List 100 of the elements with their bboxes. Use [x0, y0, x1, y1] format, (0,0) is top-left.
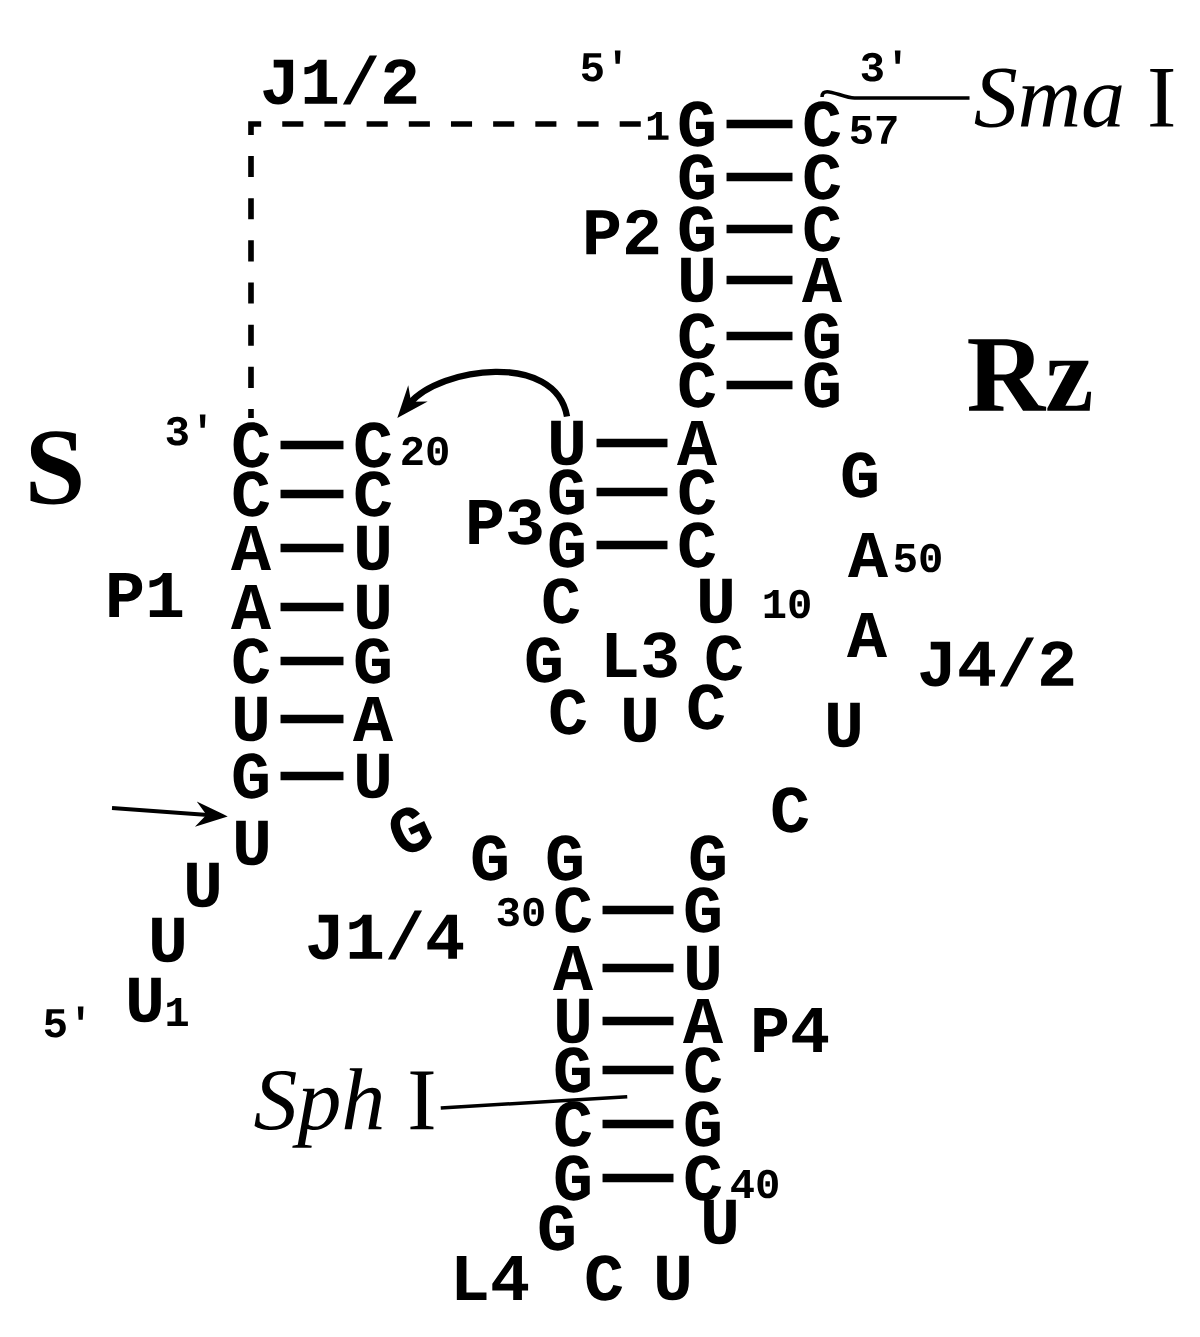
- base-pair-bond: [726, 224, 793, 234]
- base-letter: U: [681, 257, 713, 303]
- base-letter: U: [687, 945, 719, 991]
- base-letter: C: [804, 101, 841, 147]
- base-pair-bond: [280, 440, 344, 450]
- base-letter: G: [549, 522, 584, 568]
- base-pair-bond: [726, 172, 793, 182]
- position-number: 50: [894, 543, 941, 573]
- base-letter: C: [804, 154, 841, 200]
- position-number: 1: [647, 112, 669, 140]
- base-letter: U: [557, 998, 589, 1044]
- base-pair-bond: [280, 543, 344, 553]
- base-letter: A: [230, 585, 272, 629]
- base-letter: G: [526, 637, 561, 683]
- base-letter: G: [555, 1155, 590, 1201]
- base-letter: U: [187, 862, 219, 908]
- base-pair-bond: [602, 963, 674, 973]
- base-letter: G: [685, 1101, 720, 1147]
- position-number: 57: [850, 115, 897, 145]
- base-pair-bond: [596, 438, 668, 448]
- base-letter: U: [624, 697, 656, 743]
- base-letter: C: [679, 362, 716, 408]
- base-letter: G: [679, 206, 714, 252]
- base-letter: G: [472, 835, 507, 881]
- base-letter: A: [847, 613, 888, 657]
- strand-end-label: 5': [581, 50, 621, 82]
- base-letter: G: [233, 753, 268, 799]
- base-letter: C: [804, 206, 841, 252]
- region-label: L4: [456, 1256, 529, 1300]
- base-letter: C: [679, 522, 716, 568]
- helix-label: P2: [586, 209, 659, 255]
- base-pair-bond: [602, 1173, 674, 1183]
- base-letter: C: [685, 1047, 722, 1093]
- helix-label: P1: [109, 573, 183, 617]
- base-pair-bond: [602, 905, 674, 915]
- base-letter: C: [355, 471, 392, 517]
- base-letter: U: [152, 917, 184, 963]
- base-letter: G: [679, 154, 714, 200]
- base-letter: C: [555, 887, 592, 933]
- base-pair-bond: [726, 380, 793, 390]
- base-letter: G: [547, 835, 582, 881]
- strand-end-label: 3': [166, 414, 206, 446]
- base-pair-bond: [280, 602, 344, 612]
- base-letter: U: [357, 753, 389, 799]
- base-pair-bond: [602, 1119, 674, 1129]
- base-letter: U: [235, 696, 267, 742]
- base-letter: G: [555, 1047, 590, 1093]
- base-letter: A: [352, 697, 394, 741]
- base-pair-bond: [726, 275, 793, 285]
- base-pair-bond: [280, 771, 344, 781]
- base-letter: A: [230, 526, 272, 570]
- base-pair-bond: [726, 119, 793, 129]
- base-letter: G: [549, 469, 584, 515]
- molecule-label: S: [30, 431, 81, 505]
- restriction-site-label: Sph I: [254, 1068, 434, 1148]
- dashed-line: [248, 121, 641, 419]
- base-letter: G: [539, 1205, 574, 1251]
- base-pair-bond: [596, 540, 668, 550]
- base-letter: C: [772, 787, 809, 833]
- leader-line: [820, 89, 970, 100]
- base-letter: U: [828, 702, 860, 748]
- base-pair-bond: [726, 331, 793, 341]
- position-number: 30: [497, 897, 544, 927]
- base-letter: U: [700, 578, 732, 624]
- position-number: 1: [167, 998, 188, 1026]
- base-letter: C: [233, 422, 270, 468]
- base-letter: A: [677, 421, 718, 465]
- base-letter: U: [357, 525, 389, 571]
- helix-label: P4: [754, 1008, 829, 1052]
- base-letter: G: [804, 362, 839, 408]
- base-pair-bond: [280, 714, 344, 724]
- base-letter: A: [848, 533, 889, 577]
- base-letter: G: [690, 835, 725, 881]
- base-letter: G: [685, 887, 720, 933]
- region-label: J4/2: [920, 637, 1074, 687]
- region-label: J1/4: [308, 910, 464, 960]
- base-letter: G: [842, 452, 877, 498]
- base-pair-bond: [596, 487, 668, 497]
- base-letter: C: [233, 638, 270, 684]
- strand-end-label: 5': [44, 1006, 84, 1038]
- base-letter: C: [706, 635, 743, 681]
- base-letter: U: [704, 1199, 736, 1245]
- base-letter: U: [129, 977, 161, 1023]
- position-number: 40: [731, 1169, 778, 1199]
- position-number: 10: [764, 589, 810, 619]
- base-letter: C: [685, 1155, 722, 1201]
- helix-label: P3: [469, 499, 542, 545]
- base-letter: U: [657, 1255, 689, 1301]
- base-pair-bond: [602, 1065, 674, 1075]
- base-pair-bond: [602, 1016, 674, 1026]
- base-letter: C: [550, 689, 587, 735]
- base-letter: C: [679, 469, 716, 515]
- base-letter: A: [552, 946, 594, 990]
- base-letter: G: [355, 638, 390, 684]
- base-letter: C: [586, 1255, 623, 1301]
- base-letter: C: [555, 1101, 592, 1147]
- base-letter: A: [802, 258, 843, 302]
- base-letter: C: [233, 471, 270, 517]
- base-letter: A: [682, 999, 724, 1043]
- position-number: 20: [402, 436, 448, 466]
